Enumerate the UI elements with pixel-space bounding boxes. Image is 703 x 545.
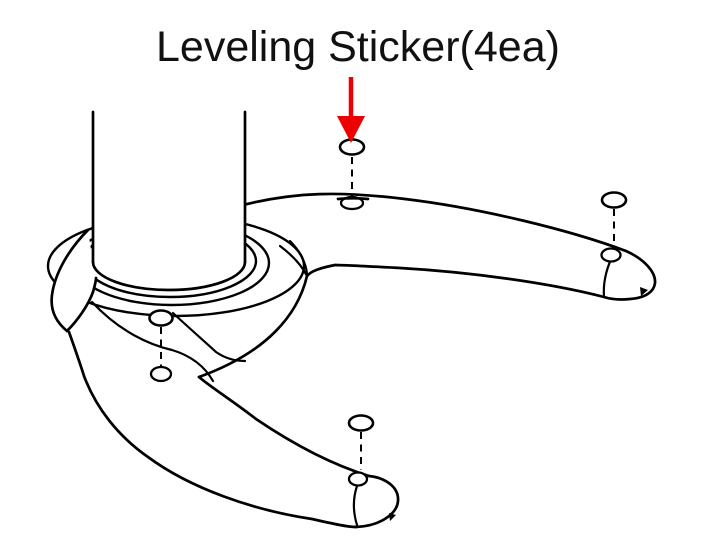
leveling-sticker-2 [600,191,628,209]
leg-front-cap-seam [352,484,359,527]
column-body [93,112,245,290]
base-side-fin [50,228,98,333]
hub-seams [90,239,309,383]
sticker-hole-3 [149,365,173,383]
stand-column [91,110,247,292]
column-socket-rim [91,260,247,292]
base-leg-right [241,192,657,301]
leg-front-tip-cap [354,474,400,529]
pointer-arrow-icon [337,77,365,143]
hub-front-seam-left [90,300,215,383]
leg-front-outer-edge [82,374,358,529]
sticker-marker-3 [148,309,174,383]
leg-right-cap-tick [640,287,648,296]
side-fin-inner-edge [65,276,98,333]
pointer-arrow-head [337,116,365,143]
sticker-hole-4 [347,471,369,487]
leveling-sticker-4 [347,414,375,432]
sticker-marker-2 [600,191,628,263]
leg-right-body [243,194,656,300]
sticker-marker-1 [336,138,370,211]
leg-right-tip-cap [602,249,657,301]
diagram-title: Leveling Sticker(4ea) [156,23,560,71]
leveling-sticker-3 [148,309,174,327]
leg-right-top-edge [241,192,628,253]
leg-right-bottom-edge [305,263,606,299]
collar-to-leg-seam-b [288,239,309,276]
leg-front-top-edge [197,375,371,478]
leg-edge-over-hole-1 [336,196,370,201]
sticker-hole-2 [600,247,622,263]
leveling-sticker-1 [338,138,366,156]
hub-front-seam-right [171,311,247,363]
sticker-marker-4 [347,414,375,487]
leg-front-cap-tick [389,513,396,521]
side-fin-outer-edge [50,228,90,333]
hub-saddle-edge [197,274,309,379]
hub-left-edge [67,330,86,378]
collar-to-leg-seam-a [278,244,309,278]
side-fin-body [51,230,96,331]
